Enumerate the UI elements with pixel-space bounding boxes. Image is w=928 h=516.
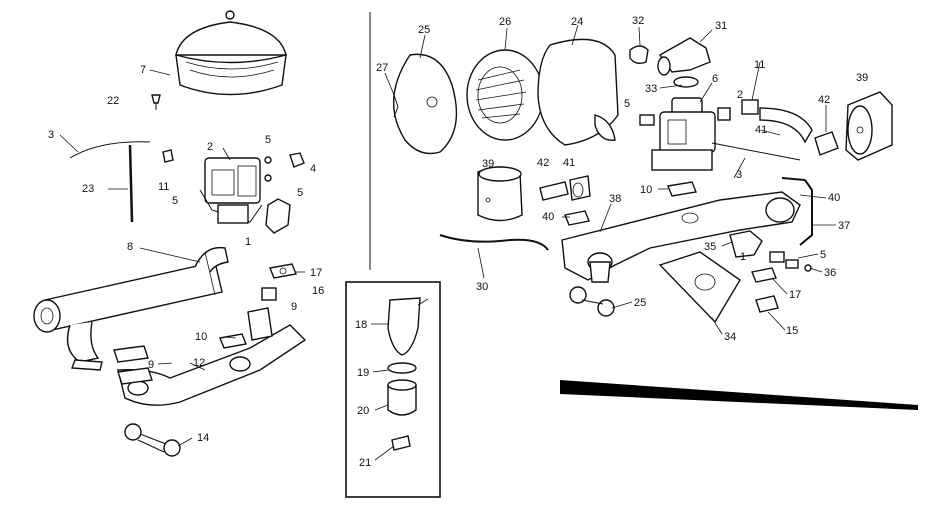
callout-5b: 5 [172,195,178,207]
left-gaskets [113,263,297,385]
callout-18: 18 [355,319,367,331]
air-cleaner-cover [175,10,287,96]
callout-40b: 40 [542,211,554,223]
callout-40a: 40 [828,192,840,204]
callout-17: 17 [310,267,322,279]
pin [393,94,399,118]
gasket-40 [564,210,590,226]
callout-5a: 5 [265,134,271,146]
callout-41b: 41 [563,157,575,169]
leader-lines [59,24,836,461]
callout-21: 21 [359,457,371,469]
callout-25b: 25 [634,297,646,309]
callout-4: 4 [310,163,316,175]
callout-14: 14 [197,432,209,444]
callout-23: 23 [82,183,94,195]
callout-15: 15 [786,325,798,337]
callout-3: 3 [48,129,54,141]
wing-nut [151,94,161,110]
callout-7: 7 [140,64,146,76]
callout-1r: 1 [740,251,746,263]
callout-39a: 39 [856,72,868,84]
flywheel [466,49,544,141]
muffler [33,246,229,371]
callout-42a: 42 [818,94,830,106]
heat-shield [658,251,741,324]
callout-31: 31 [715,20,727,32]
fuel-filter-parts [387,297,429,451]
callout-19: 19 [357,367,369,379]
breather-tube [711,107,839,161]
air-cleaner-right [845,91,893,161]
callout-10r: 10 [640,184,652,196]
air-cleaner-mid [477,166,523,222]
callout-11: 11 [158,181,169,193]
callout-9b: 9 [148,359,154,371]
adapter-mid [539,175,591,201]
callout-6: 6 [712,73,718,85]
callout-labels: 7 22 3 23 2 5 4 11 5 5 1 8 17 16 9 10 9 … [48,15,868,469]
callout-42b: 42 [537,157,549,169]
callout-2r: 2 [737,89,743,101]
callout-12: 12 [193,357,205,369]
blower-housing [537,38,619,146]
fuel-line [439,234,549,251]
callout-39b: 39 [482,158,494,170]
callout-22: 22 [107,95,119,107]
shaded-bar [560,380,918,410]
callout-11r: 11 [754,59,765,71]
callout-26: 26 [499,16,511,28]
right-carburetor [639,97,759,171]
callout-20: 20 [357,405,369,417]
callout-5r2: 5 [820,249,826,261]
gasket-10 [667,181,697,197]
callout-33: 33 [645,83,657,95]
callout-27: 27 [376,62,388,74]
callout-5r: 5 [624,98,630,110]
left-carburetor [162,149,305,234]
callout-17r: 17 [789,289,801,301]
callout-9a: 9 [291,301,297,313]
right-gaskets [751,267,779,313]
callout-3r: 3 [736,169,742,181]
callout-25a: 25 [418,24,430,36]
callout-41a: 41 [755,124,767,136]
lower-gasket [569,286,615,317]
callout-1: 1 [245,236,251,248]
callout-38: 38 [609,193,621,205]
fan-plate [393,53,458,155]
callout-16: 16 [312,285,324,297]
intake-elbow [629,37,711,88]
callout-5c: 5 [297,187,303,199]
callout-10: 10 [195,331,207,343]
callout-35: 35 [704,241,716,253]
callout-24: 24 [571,16,583,28]
callout-30: 30 [476,281,488,293]
callout-32: 32 [632,15,644,27]
heat-riser-gasket [124,423,181,457]
left-manifold [117,287,307,406]
callout-8: 8 [127,241,133,253]
callout-34: 34 [724,331,736,343]
stud-rod [69,141,151,223]
callout-2: 2 [207,141,213,153]
callout-37: 37 [838,220,850,232]
right-manifold [561,191,801,283]
callout-36: 36 [824,267,836,279]
governor-linkage [729,177,813,272]
